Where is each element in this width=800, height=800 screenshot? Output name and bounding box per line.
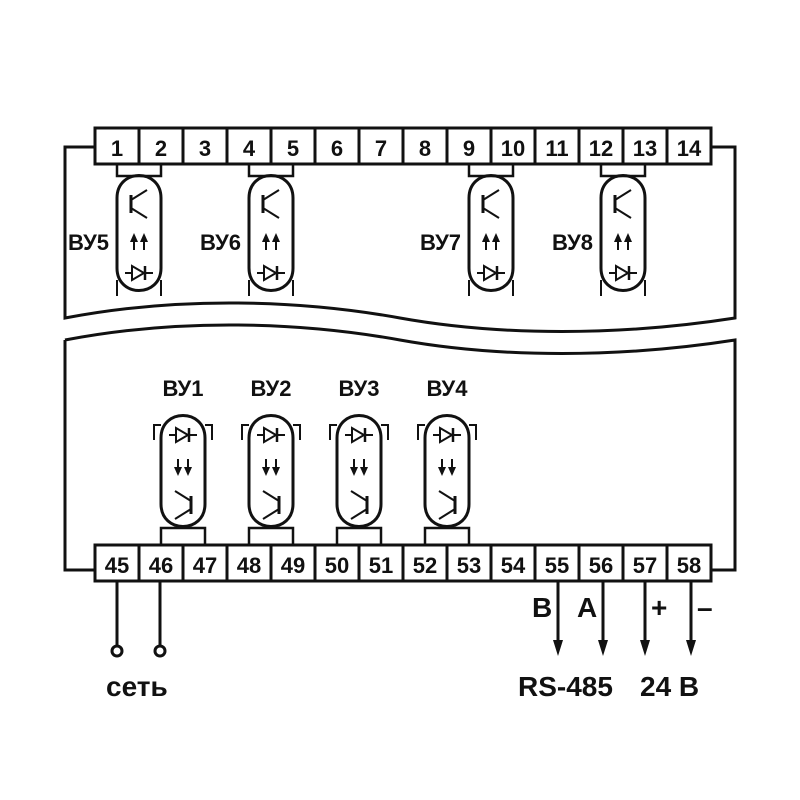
optocoupler-ВУ8: ВУ8 (552, 164, 647, 296)
bottom-terminal-56: 56 (589, 553, 613, 578)
rs485-wires (553, 580, 608, 656)
optocoupler-ВУ3: ВУ3 (329, 376, 389, 545)
housing-bottom-part (63, 323, 737, 572)
top-terminal-1: 1 (111, 136, 123, 161)
bottom-terminal-block: 45 46 47 48 49 50 51 52 53 54 55 56 57 58 (93, 543, 713, 583)
bottom-terminal-51: 51 (369, 553, 393, 578)
bottom-terminal-46: 46 (149, 553, 173, 578)
bottom-terminal-58: 58 (677, 553, 701, 578)
top-optocoupler-group: ВУ5 ВУ6 ВУ7 ВУ8 (68, 164, 647, 296)
top-terminal-3: 3 (199, 136, 211, 161)
power-wires (640, 580, 696, 656)
housing-top-part (63, 145, 737, 333)
optocoupler-ВУ6: ВУ6 (200, 164, 295, 296)
top-terminal-11: 11 (545, 136, 568, 161)
optocoupler-ВУ4: ВУ4 (417, 376, 477, 545)
network-wires (110, 580, 167, 658)
rs485-label: RS-485 (518, 671, 613, 702)
plus-label: + (651, 592, 667, 623)
top-terminal-9: 9 (463, 136, 475, 161)
label-ВУ7: ВУ7 (420, 230, 461, 255)
bottom-terminal-52: 52 (413, 553, 437, 578)
label-ВУ3: ВУ3 (339, 376, 380, 401)
top-terminal-8: 8 (419, 136, 431, 161)
bottom-terminal-53: 53 (457, 553, 481, 578)
bottom-terminal-54: 54 (501, 553, 526, 578)
optocoupler-ВУ7: ВУ7 (420, 164, 515, 296)
label-ВУ2: ВУ2 (251, 376, 292, 401)
top-terminal-12: 12 (589, 136, 613, 161)
top-terminal-6: 6 (331, 136, 343, 161)
bottom-terminal-48: 48 (237, 553, 261, 578)
top-terminal-4: 4 (243, 136, 256, 161)
bottom-terminal-45: 45 (105, 553, 129, 578)
label-ВУ1: ВУ1 (163, 376, 204, 401)
label-ВУ4: ВУ4 (427, 376, 469, 401)
optocoupler-ВУ1: ВУ1 (153, 376, 213, 545)
power-label: 24 В (640, 671, 699, 702)
top-terminal-2: 2 (155, 136, 167, 161)
top-terminal-13: 13 (633, 136, 657, 161)
bottom-terminal-57: 57 (633, 553, 657, 578)
bottom-terminal-55: 55 (545, 553, 569, 578)
optocoupler-ВУ2: ВУ2 (241, 376, 301, 545)
top-terminal-10: 10 (501, 136, 525, 161)
top-terminal-5: 5 (287, 136, 299, 161)
label-ВУ8: ВУ8 (552, 230, 593, 255)
network-label: сеть (106, 671, 168, 702)
bottom-terminal-47: 47 (193, 553, 217, 578)
top-terminal-14: 14 (677, 136, 702, 161)
bottom-terminal-49: 49 (281, 553, 305, 578)
optocoupler-ВУ5: ВУ5 (68, 164, 163, 296)
a-label: A (577, 592, 597, 623)
b-label: B (532, 592, 552, 623)
top-terminal-7: 7 (375, 136, 387, 161)
minus-label: – (697, 592, 713, 623)
label-ВУ5: ВУ5 (68, 230, 109, 255)
bottom-optocoupler-group: ВУ1 ВУ2 ВУ3 ВУ4 (153, 376, 477, 545)
label-ВУ6: ВУ6 (200, 230, 241, 255)
bottom-terminal-50: 50 (325, 553, 349, 578)
